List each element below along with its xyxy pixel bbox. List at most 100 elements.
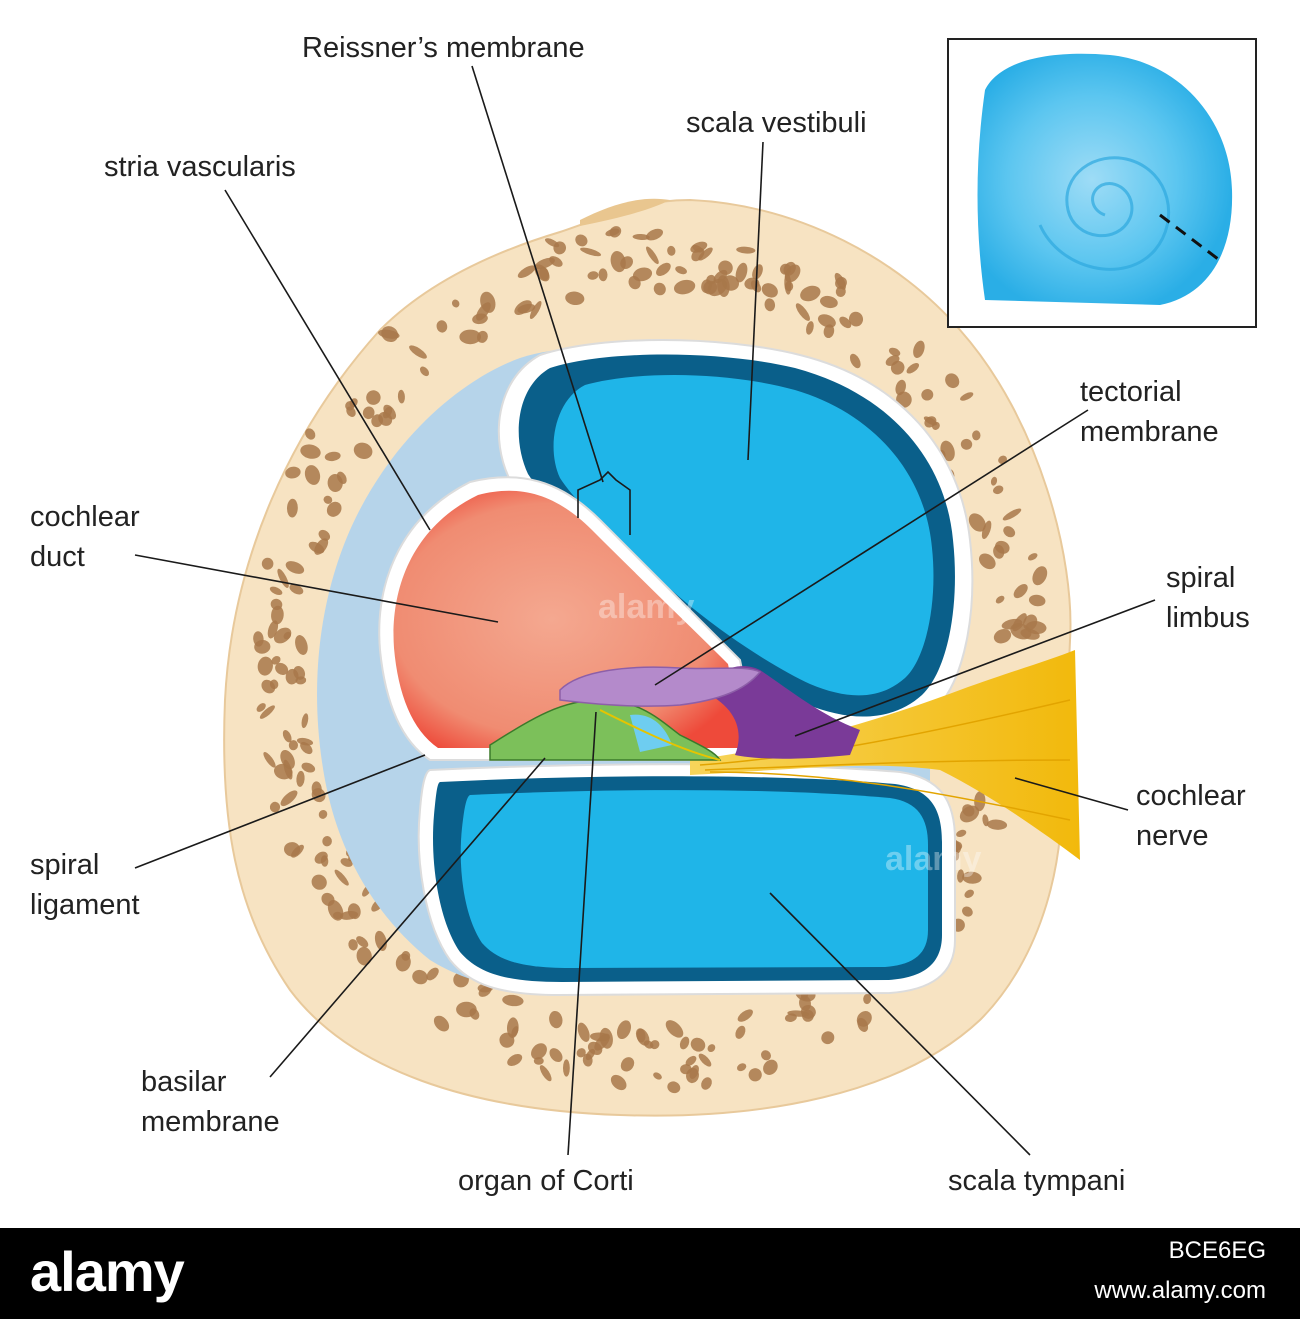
- bone-pore: [507, 1053, 523, 1067]
- bone-pore: [545, 238, 560, 248]
- bone-pore: [679, 1036, 690, 1050]
- bone-pore: [982, 814, 989, 827]
- bone-pore: [857, 1017, 869, 1032]
- bone-pore: [962, 804, 975, 817]
- leader-lines: [134, 65, 1156, 1156]
- label-scala-tympani: scala tympani: [948, 1165, 1126, 1197]
- bone-pore: [288, 740, 299, 751]
- bone-pore: [748, 1068, 762, 1082]
- bone-pore: [962, 906, 973, 917]
- bone-pore: [1001, 618, 1023, 630]
- bone-pore: [320, 855, 329, 867]
- bone-pore: [311, 874, 327, 890]
- bone-pore: [267, 620, 279, 639]
- bone-pore: [706, 274, 716, 285]
- bone-pore: [981, 520, 992, 539]
- bone-pore: [978, 553, 996, 570]
- bone-pore: [1003, 526, 1016, 538]
- bone-pore: [577, 1022, 590, 1042]
- bone-pore: [653, 282, 666, 296]
- bone-pore: [253, 631, 264, 647]
- bone-pore: [549, 256, 563, 267]
- cochlea-cross-section-diagram: alamy alamy: [134, 38, 1257, 1156]
- bone-pore: [502, 994, 524, 1007]
- bone-pore: [799, 995, 811, 1011]
- organ-of-corti-shape: [489, 699, 722, 761]
- bone-pore: [736, 1063, 747, 1072]
- bone-pore: [895, 379, 906, 396]
- bone-pore: [737, 1009, 753, 1022]
- watermark-text: alamy: [598, 588, 694, 626]
- bone-pore: [346, 406, 356, 417]
- bone-pore: [667, 1081, 681, 1094]
- bone-pore: [451, 299, 460, 308]
- bone-pore: [993, 628, 1012, 644]
- bone-pore: [340, 858, 353, 867]
- bone-pore: [433, 1015, 450, 1032]
- cochlear-nerve-shape: [690, 650, 1080, 860]
- bone-pore: [286, 498, 298, 518]
- bone-pore: [456, 1001, 477, 1018]
- bone-pore: [514, 300, 532, 315]
- bone-pore: [263, 751, 276, 768]
- bone-pore: [849, 353, 861, 369]
- bone-pore: [539, 266, 549, 281]
- brand-logo: alamy: [30, 1240, 185, 1303]
- bone-pore: [667, 245, 676, 256]
- bone-pore: [426, 967, 439, 981]
- bone-pore: [269, 801, 281, 813]
- cochlea-inset: [947, 38, 1257, 328]
- bone-pore: [848, 311, 864, 327]
- bone-pore: [576, 1048, 586, 1058]
- bone-pore: [531, 1043, 547, 1060]
- bone-pore: [511, 1026, 519, 1037]
- bone-pore: [348, 939, 358, 951]
- label-organ-of-corti: organ of Corti: [458, 1165, 634, 1197]
- image-code: BCE6EG: [1168, 1237, 1266, 1264]
- bone-pore: [274, 763, 293, 780]
- bone-pore: [800, 285, 821, 302]
- label-scala-vestibuli: scala vestibuli: [686, 107, 867, 139]
- bone-pore: [995, 540, 1010, 554]
- bone-pore: [301, 762, 316, 773]
- bone-pore: [701, 1077, 712, 1090]
- bone-pore: [820, 295, 838, 309]
- bone-pore: [686, 1067, 699, 1084]
- bone-pore: [986, 819, 1008, 830]
- bone-pore: [293, 666, 306, 680]
- bone-pore: [356, 946, 372, 966]
- bone-pore: [610, 251, 626, 273]
- bone-pore: [580, 247, 602, 257]
- bone-pore: [308, 541, 325, 554]
- bone-pore: [296, 737, 314, 746]
- bone-pore: [707, 1044, 716, 1053]
- bone-pore: [322, 836, 332, 847]
- bone-pore: [735, 1025, 746, 1039]
- bone-pore: [366, 390, 381, 405]
- bone-pore: [565, 291, 585, 306]
- bone-pore: [675, 266, 687, 275]
- bone-pore: [271, 605, 284, 625]
- bone-pore: [529, 301, 542, 319]
- bone-pore: [968, 513, 986, 532]
- bone-pore: [517, 265, 536, 278]
- bone-pore: [323, 495, 333, 504]
- bone-pore: [301, 713, 309, 729]
- bone-pore: [409, 345, 427, 359]
- bone-pore: [549, 1048, 563, 1063]
- bone-pore: [412, 969, 428, 985]
- bone-pore: [285, 561, 305, 574]
- bone-pore: [300, 444, 321, 459]
- bone-pore: [863, 993, 872, 1005]
- bone-pore: [259, 705, 275, 719]
- scala-tympani-shape: [417, 763, 956, 997]
- bone-pore: [318, 529, 331, 541]
- website-url: www.alamy.com: [1094, 1277, 1266, 1304]
- bone-pore: [764, 298, 776, 312]
- bone-pore: [763, 1059, 778, 1075]
- bone-pore: [273, 627, 292, 644]
- bone-pore: [823, 324, 835, 339]
